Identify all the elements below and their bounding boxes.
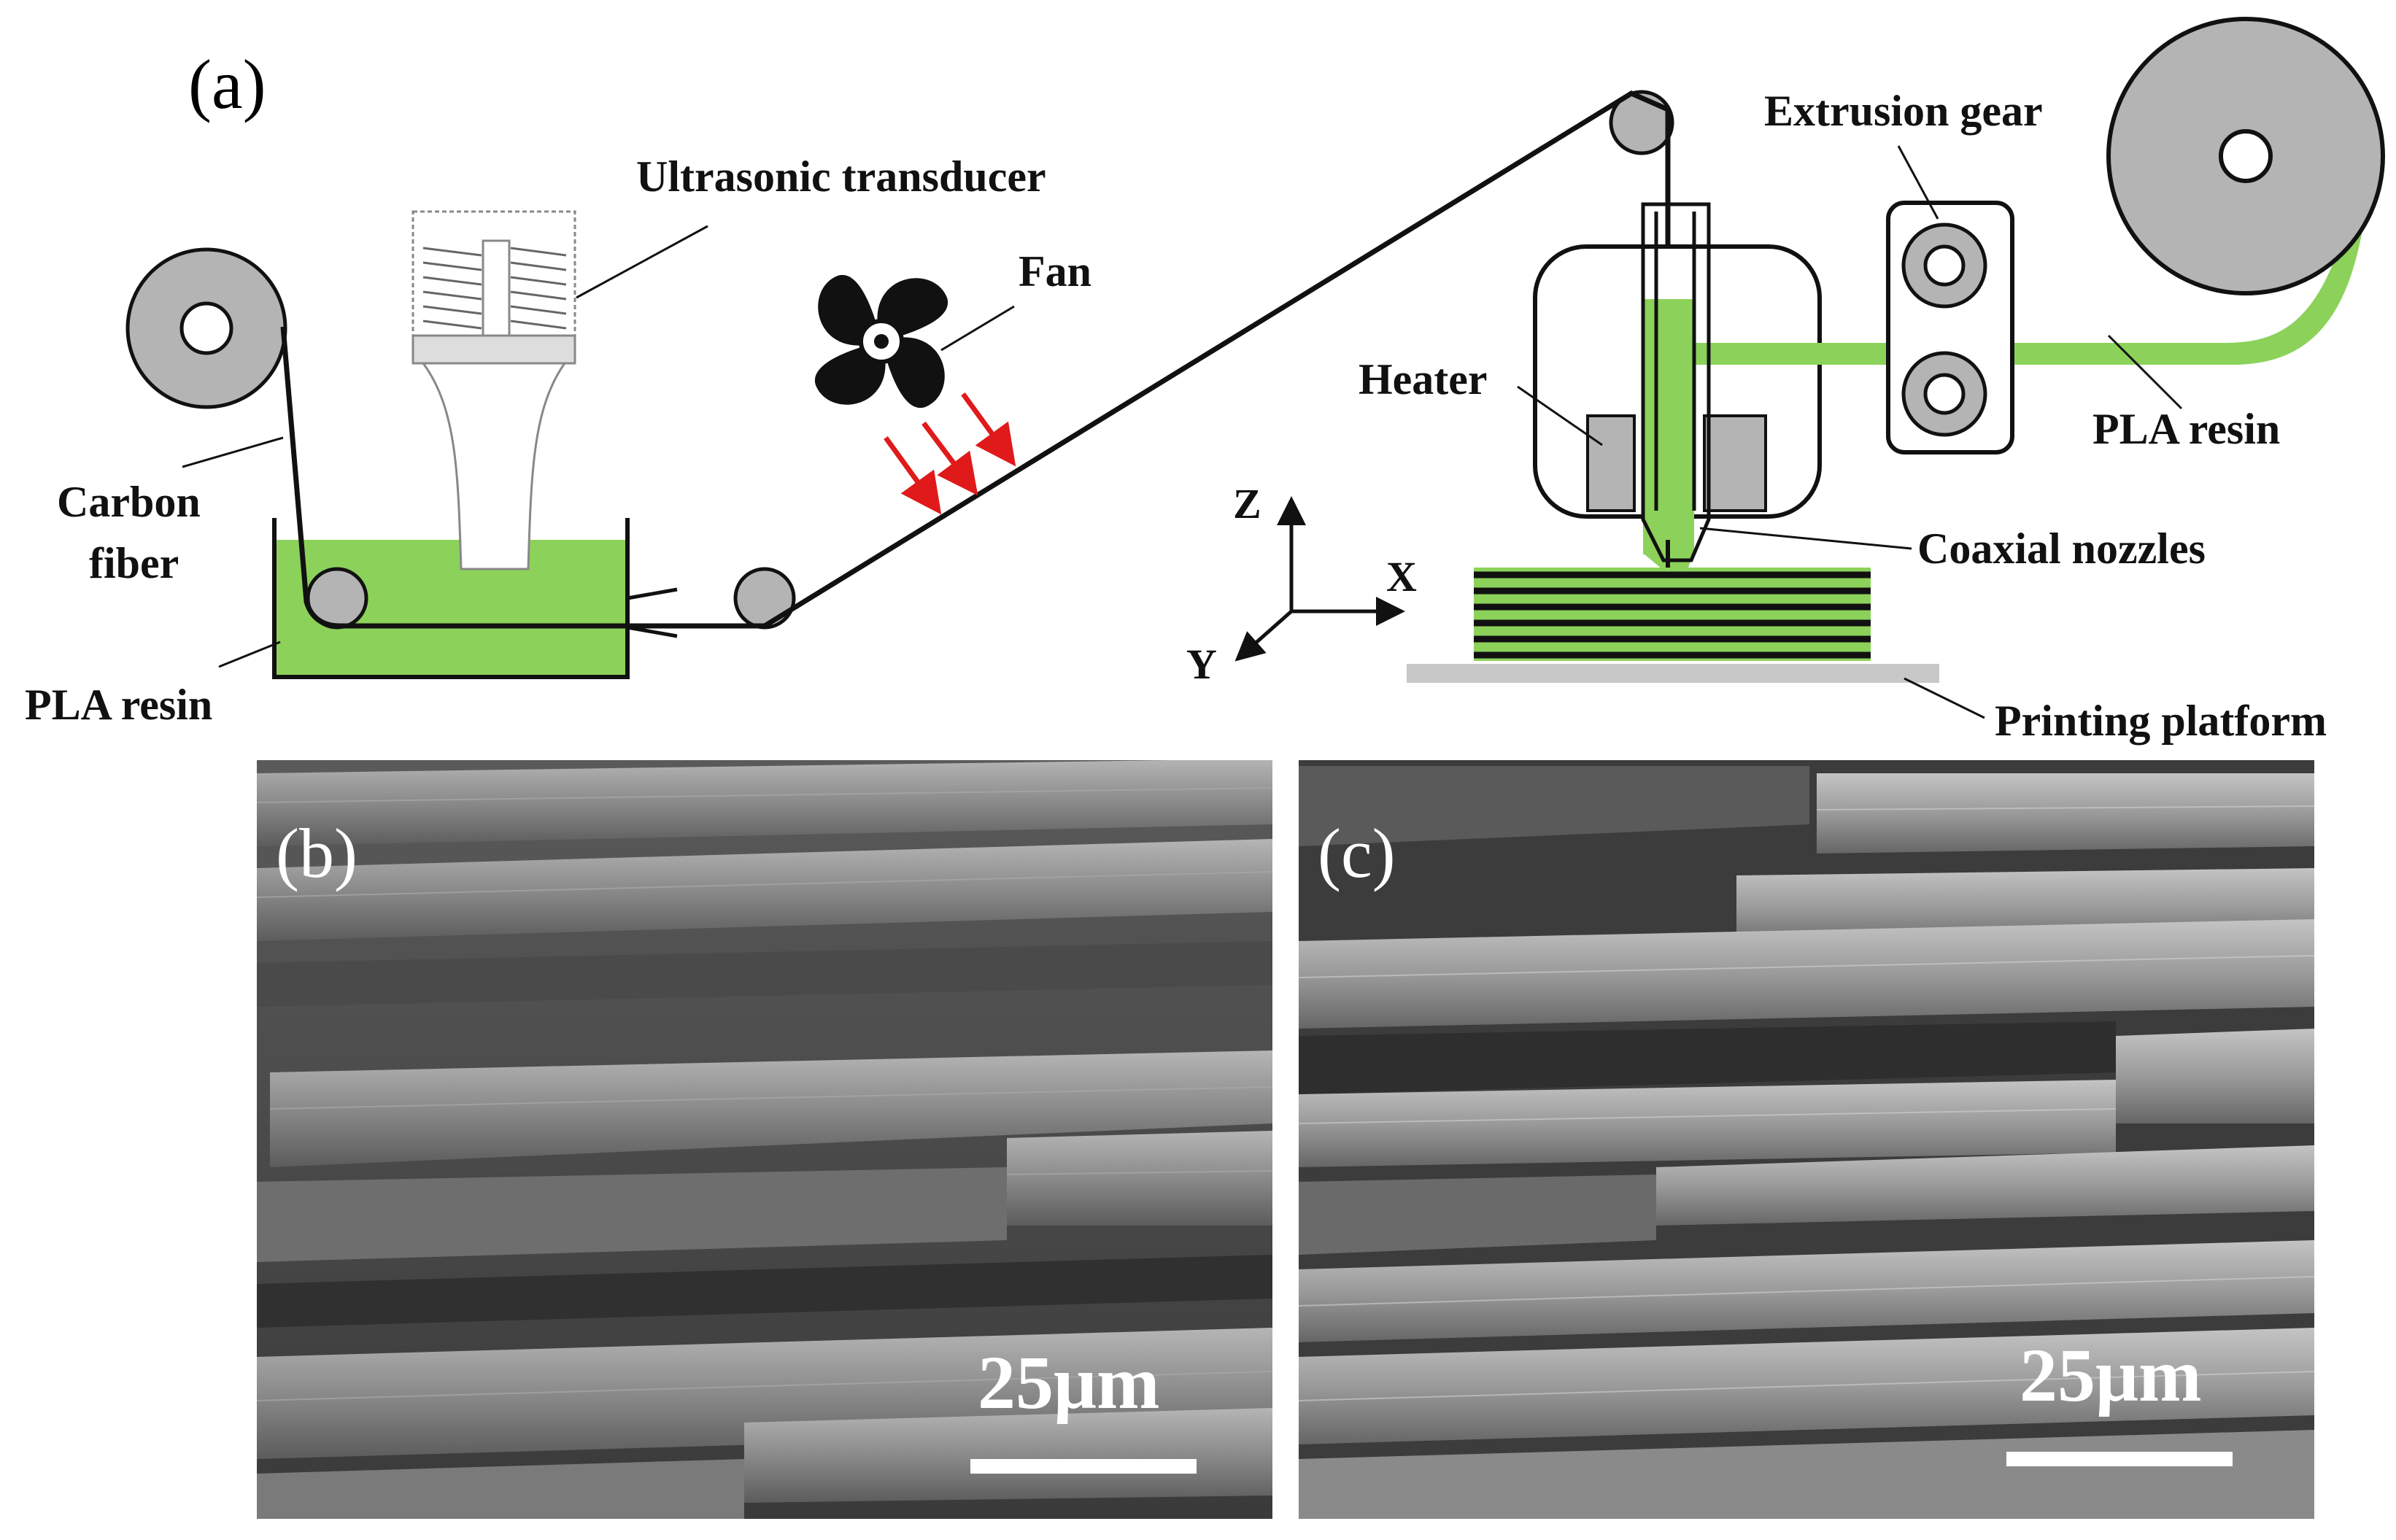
fibers-c	[1299, 766, 2314, 1519]
extrusion-gear-label: Extrusion gear	[1764, 87, 2043, 135]
panel-b-scale-text: 25μm	[978, 1341, 1160, 1425]
panel-c-scale-bar	[2006, 1452, 2233, 1466]
ultrasonic-transducer-label: Ultrasonic transducer	[636, 152, 1046, 201]
printed-part	[1474, 540, 1871, 661]
axis-z-label: Z	[1233, 480, 1261, 527]
axis-x-label: X	[1386, 553, 1417, 600]
panel-b: (b) 25μm	[257, 760, 1272, 1519]
panel-a-label: (a)	[188, 45, 266, 123]
panel-b-label: (b)	[276, 814, 358, 892]
pla-resin-feed-label: PLA resin	[2092, 405, 2280, 453]
panel-c: (c) 25μm	[1299, 760, 2314, 1519]
heater-icon	[1703, 414, 1767, 512]
heater-label: Heater	[1359, 355, 1488, 403]
fiber-spool-icon	[125, 247, 287, 409]
fan-icon	[814, 274, 948, 409]
printing-platform	[1407, 664, 1939, 683]
fan-label: Fan	[1019, 247, 1091, 295]
printing-platform-label: Printing platform	[1995, 697, 2327, 745]
coordinate-axes	[1234, 496, 1405, 662]
carbon-fiber-path	[280, 90, 1671, 629]
panel-c-label: (c)	[1318, 814, 1396, 892]
fibers-b	[257, 760, 1272, 1519]
pla-resin-bath-label: PLA resin	[25, 681, 212, 729]
extrusion-gear-icon	[1886, 201, 2014, 454]
panel-b-scale-bar	[970, 1459, 1197, 1474]
roller-icon	[733, 567, 796, 630]
axis-y-label: Y	[1186, 641, 1217, 688]
carbon-fiber-label-line2: fiber	[89, 539, 179, 587]
resin-spool-icon	[2106, 17, 2385, 295]
carbon-fiber-label-line1: Carbon	[57, 478, 201, 526]
heater-icon	[1586, 414, 1636, 512]
coaxial-nozzle	[1641, 202, 1711, 562]
ultrasonic-transducer	[411, 210, 576, 570]
airflow-arrows	[884, 392, 1016, 515]
coaxial-nozzles-label: Coaxial nozzles	[1917, 525, 2206, 573]
leader-lines	[182, 145, 2183, 719]
panel-c-scale-text: 25μm	[2020, 1334, 2202, 1417]
panel-a: (a)	[25, 17, 2385, 745]
